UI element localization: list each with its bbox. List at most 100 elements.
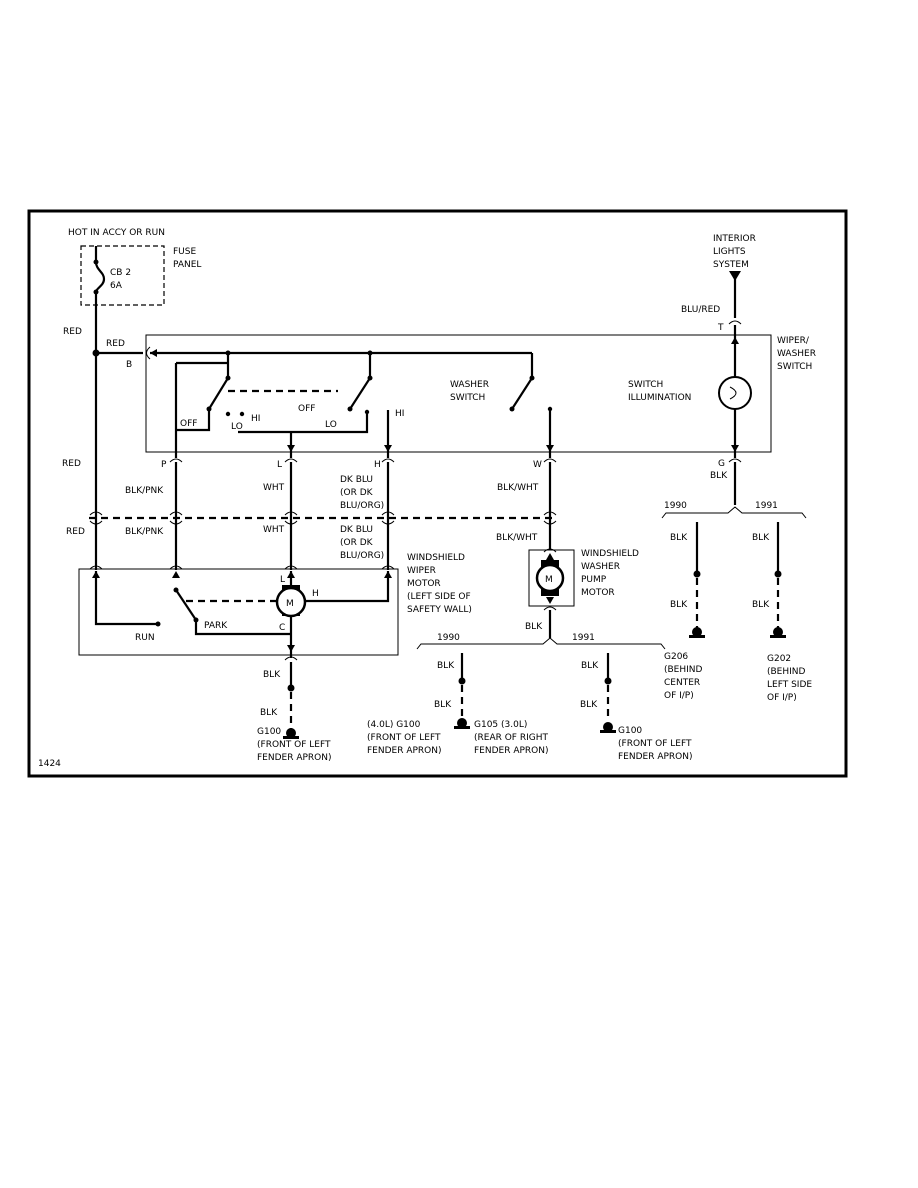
connector-p-label: P [161,460,167,470]
fuse-panel-box [80,245,165,306]
connector-g-label: G [718,459,725,469]
run-label: RUN [135,633,155,643]
connector-motor-l [284,565,298,570]
connector-motor-c [284,656,298,661]
splice-dot [287,684,295,692]
illumination-bulb [718,376,752,410]
connector-t-label: T [717,323,724,333]
arrow-head [172,571,180,578]
connector-park [169,565,183,570]
year-bracket [416,637,666,650]
interior-lights-arrow [729,271,741,281]
splice-dot [774,570,782,578]
year-label: 1991 [572,633,595,643]
red-label: RED [62,459,81,469]
cb-terminal [93,259,99,265]
splice-dot [458,677,466,685]
arrow-head [150,349,157,357]
splice-dot [693,570,701,578]
ground-icon [454,718,470,729]
hi-label: HI [395,409,404,419]
arrow-head [546,445,554,452]
connector-p [169,458,183,463]
connector-t [728,320,742,325]
wiper-washer-switch-box [145,334,772,453]
ground-icon [689,627,705,638]
blk-label: BLK [434,700,452,710]
washer-pump-box [528,549,575,607]
connector-g [728,458,742,463]
park-label: PARK [204,621,228,631]
run-contact [155,621,161,627]
splice-dot [604,677,612,685]
connector-pump-bottom [543,606,557,611]
connector-l-label: L [277,460,282,470]
washer-pump-symbol [535,563,565,593]
connector-h-label: H [374,460,381,470]
blk-label: BLK [437,661,455,671]
bulb-filament [729,386,737,400]
blk-label: BLK [670,600,688,610]
wire-lo [238,412,369,434]
motor-m-label: M [286,599,294,609]
switch-blade-2 [349,377,371,410]
wiper-motor-box [78,568,399,656]
blu-red-label: BLU/RED [681,305,720,315]
wire-off-p [176,409,211,432]
blk-label: BLK [525,622,543,632]
red-label: RED [106,339,125,349]
red-label: RED [66,527,85,537]
arrow-head [731,445,739,452]
connector-pump-top [543,548,557,553]
connector-b-label: B [126,360,132,370]
park-blade [175,589,197,621]
year-label: 1991 [755,501,778,511]
off-label: OFF [298,404,315,414]
red-label: RED [63,327,82,337]
hot-label: HOT IN ACCY OR RUN [68,228,165,238]
connector-blk-pnk [169,511,183,525]
ground-icon [283,728,299,739]
blk-pnk-label: BLK/PNK [125,486,164,496]
arrow-head [384,445,392,452]
year-label: 1990 [437,633,460,643]
blk-label: BLK [710,471,728,481]
motor-l-label: L [280,575,285,585]
blk-label: BLK [752,533,770,543]
wht-label: WHT [263,525,285,535]
blk-label: BLK [260,708,278,718]
blk-wht-label: BLK/WHT [497,483,539,493]
year-label: 1990 [664,501,687,511]
arrow-head [731,337,739,344]
lo-label: LO [231,422,243,432]
connector-red [89,511,103,525]
connector-h [381,458,395,463]
arrow-head [287,445,295,452]
switch-contact [509,406,515,412]
blk-label: BLK [580,700,598,710]
motor-c-label: C [279,623,285,633]
park-contact [173,587,179,593]
motor-m-label: M [545,575,553,585]
diagram-frame [27,209,848,778]
blk-wht-label: BLK/WHT [496,533,538,543]
hi-label: HI [251,414,260,424]
ground-icon [600,722,616,733]
ground-icon [770,627,786,638]
connector-motor-h [381,565,395,570]
arrow-head [287,645,295,652]
